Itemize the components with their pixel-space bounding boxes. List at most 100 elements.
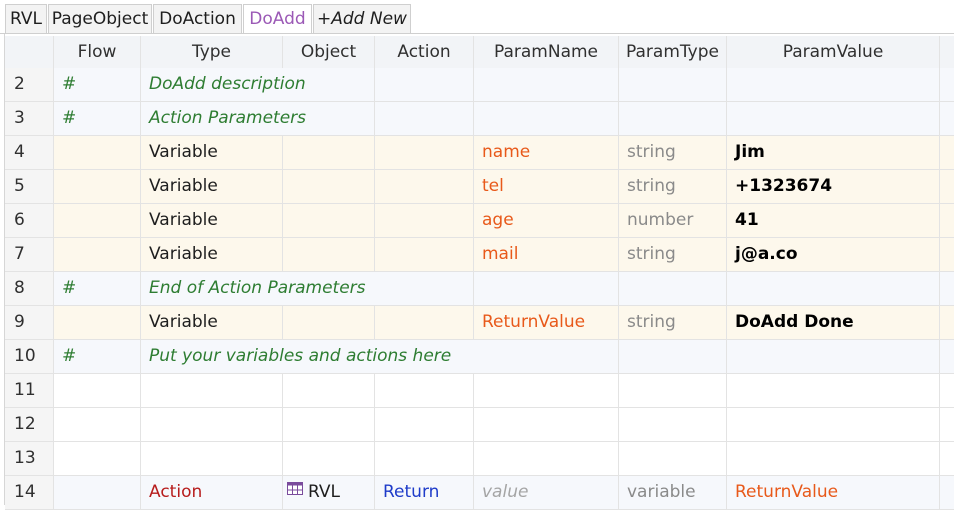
action-cell[interactable] [375, 306, 474, 340]
flow-cell[interactable]: # [54, 340, 141, 374]
object-cell[interactable] [283, 374, 375, 408]
param-value-cell[interactable]: ReturnValue [727, 476, 940, 510]
param-name-cell[interactable]: age [474, 204, 619, 238]
type-cell[interactable]: Variable [141, 306, 283, 340]
type-cell[interactable]: Action [141, 476, 283, 510]
param-value-cell[interactable]: DoAdd Done [727, 306, 940, 340]
param-type-cell[interactable] [619, 340, 727, 374]
param-name-cell[interactable] [474, 374, 619, 408]
comment-cell[interactable]: End of Action Parameters [141, 272, 474, 306]
action-cell[interactable] [375, 442, 474, 476]
param-name-cell[interactable]: ReturnValue [474, 306, 619, 340]
flow-cell[interactable] [54, 374, 141, 408]
param-name-cell[interactable] [474, 408, 619, 442]
action-cell[interactable] [375, 68, 474, 102]
param-value-cell[interactable]: +1323674 [727, 170, 940, 204]
row-number[interactable]: 9 [5, 306, 54, 340]
comment-cell[interactable]: Action Parameters [141, 102, 375, 136]
param-name-cell[interactable] [474, 68, 619, 102]
flow-cell[interactable] [54, 170, 141, 204]
flow-cell[interactable] [54, 408, 141, 442]
object-cell[interactable] [283, 408, 375, 442]
param-name-cell[interactable]: value [474, 476, 619, 510]
param-name-cell[interactable] [474, 442, 619, 476]
action-cell[interactable] [375, 170, 474, 204]
param-value-cell[interactable] [727, 374, 940, 408]
row-number[interactable]: 3 [5, 102, 54, 136]
object-cell[interactable] [283, 442, 375, 476]
param-name-cell[interactable]: mail [474, 238, 619, 272]
flow-cell[interactable]: # [54, 272, 141, 306]
param-type-cell[interactable] [619, 374, 727, 408]
param-name-cell[interactable]: tel [474, 170, 619, 204]
object-cell[interactable] [283, 204, 375, 238]
corner-header[interactable] [5, 36, 54, 70]
column-header-type[interactable]: Type [141, 36, 283, 70]
action-cell[interactable] [375, 102, 474, 136]
object-cell[interactable] [283, 136, 375, 170]
param-type-cell[interactable]: string [619, 238, 727, 272]
flow-cell[interactable] [54, 238, 141, 272]
param-value-cell[interactable]: Jim [727, 136, 940, 170]
column-header-paramtype[interactable]: ParamType [619, 36, 727, 70]
comment-cell[interactable]: DoAdd description [141, 68, 375, 102]
object-cell[interactable] [283, 306, 375, 340]
param-name-cell[interactable]: name [474, 136, 619, 170]
type-cell[interactable]: Variable [141, 204, 283, 238]
row-number[interactable]: 12 [5, 408, 54, 442]
tab-add-new[interactable]: +Add New [313, 4, 411, 33]
param-type-cell[interactable]: number [619, 204, 727, 238]
row-number[interactable]: 7 [5, 238, 54, 272]
column-header-paramname[interactable]: ParamName [474, 36, 619, 70]
type-cell[interactable]: Variable [141, 136, 283, 170]
column-header-flow[interactable]: Flow [54, 36, 141, 70]
param-type-cell[interactable]: string [619, 136, 727, 170]
comment-cell[interactable]: Put your variables and actions here [141, 340, 619, 374]
column-header-action[interactable]: Action [375, 36, 474, 70]
tab-doadd[interactable]: DoAdd [243, 4, 312, 33]
row-number[interactable]: 13 [5, 442, 54, 476]
param-type-cell[interactable] [619, 408, 727, 442]
row-number[interactable]: 4 [5, 136, 54, 170]
tab-rvl[interactable]: RVL [5, 4, 47, 33]
tab-doaction[interactable]: DoAction [153, 4, 242, 33]
param-type-cell[interactable] [619, 442, 727, 476]
object-cell[interactable]: RVL [283, 476, 375, 510]
param-value-cell[interactable] [727, 68, 940, 102]
row-number[interactable]: 5 [5, 170, 54, 204]
param-type-cell[interactable] [619, 102, 727, 136]
param-type-cell[interactable]: string [619, 306, 727, 340]
action-cell[interactable] [375, 374, 474, 408]
param-value-cell[interactable] [727, 102, 940, 136]
column-header-object[interactable]: Object [283, 36, 375, 70]
row-number[interactable]: 6 [5, 204, 54, 238]
type-cell[interactable]: Variable [141, 238, 283, 272]
flow-cell[interactable] [54, 136, 141, 170]
param-value-cell[interactable]: j@a.co [727, 238, 940, 272]
param-value-cell[interactable] [727, 408, 940, 442]
type-cell[interactable] [141, 442, 283, 476]
param-type-cell[interactable] [619, 68, 727, 102]
object-cell[interactable] [283, 170, 375, 204]
param-type-cell[interactable]: string [619, 170, 727, 204]
row-number[interactable]: 10 [5, 340, 54, 374]
flow-cell[interactable]: # [54, 68, 141, 102]
tab-pageobject[interactable]: PageObject [48, 4, 152, 33]
type-cell[interactable] [141, 408, 283, 442]
flow-cell[interactable]: # [54, 102, 141, 136]
flow-cell[interactable] [54, 442, 141, 476]
param-value-cell[interactable] [727, 442, 940, 476]
row-number[interactable]: 8 [5, 272, 54, 306]
type-cell[interactable]: Variable [141, 170, 283, 204]
row-number[interactable]: 2 [5, 68, 54, 102]
type-cell[interactable] [141, 374, 283, 408]
action-cell[interactable] [375, 408, 474, 442]
action-cell[interactable] [375, 204, 474, 238]
param-value-cell[interactable] [727, 340, 940, 374]
row-number[interactable]: 11 [5, 374, 54, 408]
flow-cell[interactable] [54, 204, 141, 238]
action-cell[interactable] [375, 238, 474, 272]
param-value-cell[interactable]: 41 [727, 204, 940, 238]
object-cell[interactable] [283, 238, 375, 272]
action-cell[interactable] [375, 136, 474, 170]
